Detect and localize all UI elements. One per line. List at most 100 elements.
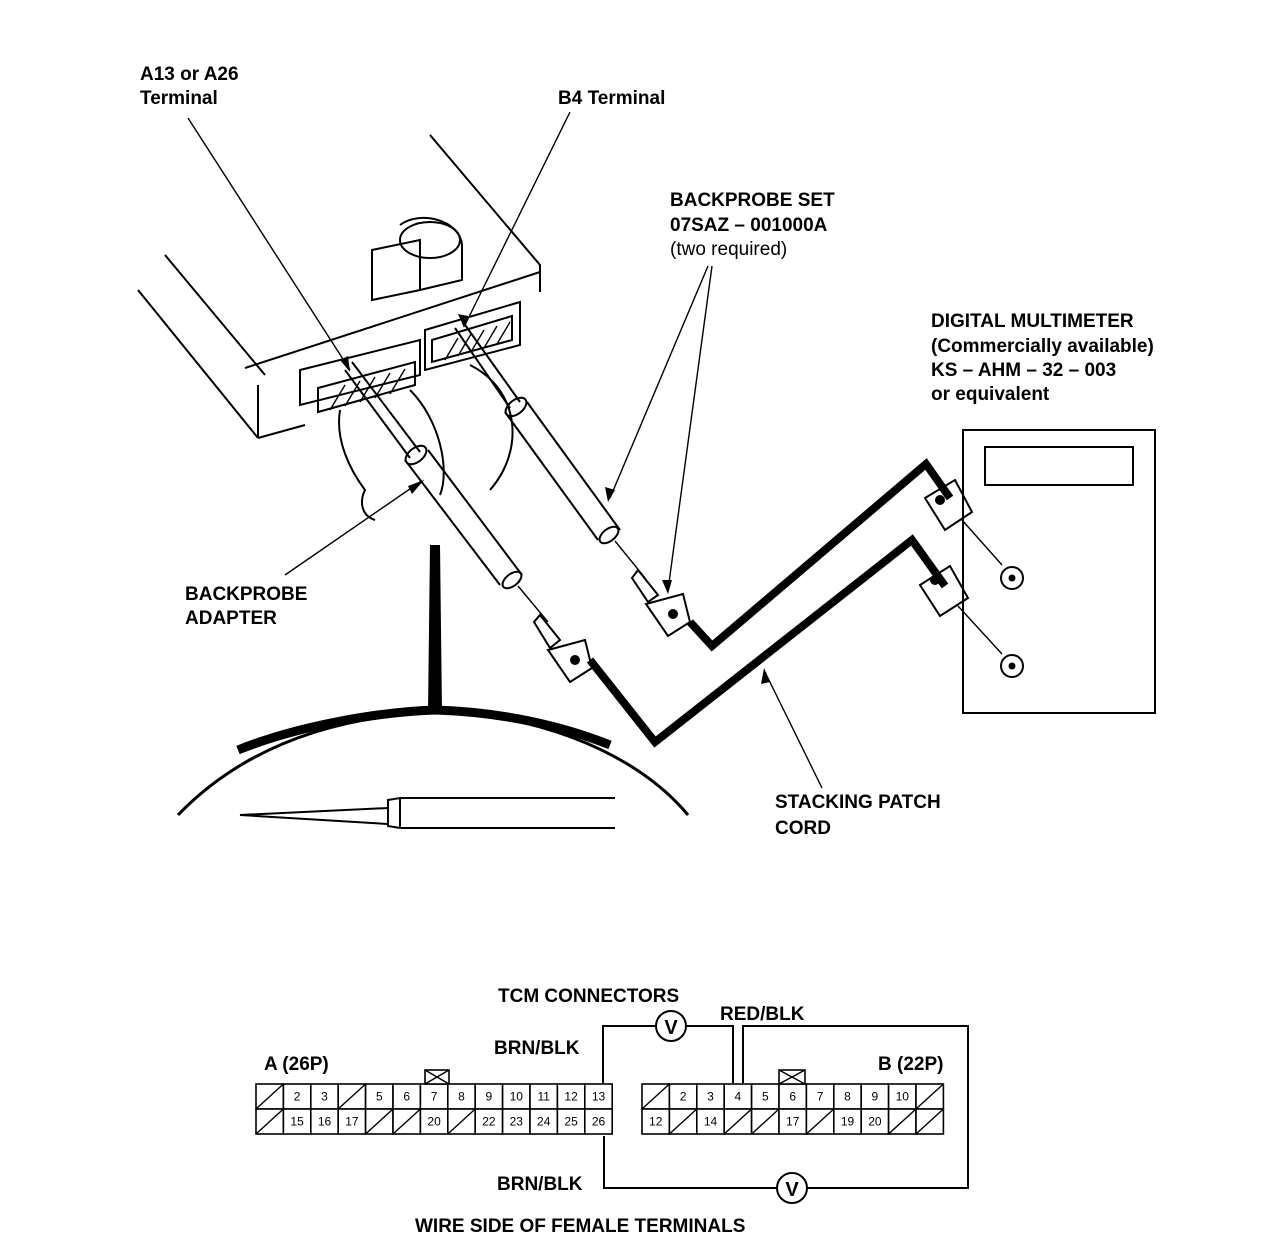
a13-terminal-label-1: A13 or A26 [140, 64, 239, 85]
terminal-number: 22 [482, 1115, 496, 1129]
terminal-number: 14 [704, 1115, 718, 1129]
terminal-number: 23 [510, 1115, 524, 1129]
terminal-cell [501, 1083, 531, 1110]
connector-b-lock-tab [778, 1069, 806, 1085]
terminal-cell [723, 1083, 753, 1110]
tcm-unit-illustration [137, 134, 541, 521]
terminal-cell [778, 1108, 808, 1135]
backprobe-set-label: BACKPROBE SET [670, 190, 835, 211]
wire-brn-blk-top: BRN/BLK [494, 1038, 580, 1059]
backprobe-adapter-label-2: ADAPTER [185, 608, 277, 629]
terminal-number: 5 [762, 1090, 769, 1104]
empty-terminal-slash [641, 1083, 670, 1110]
terminal-number: 26 [592, 1115, 606, 1129]
empty-terminal-slash [805, 1108, 835, 1135]
terminal-cell [474, 1108, 504, 1135]
terminal-cell [832, 1108, 862, 1135]
terminal-number: 19 [841, 1115, 855, 1129]
voltmeter-symbol-top-label: V [664, 1017, 678, 1039]
terminal-number: 3 [321, 1090, 328, 1104]
terminal-number: 11 [537, 1090, 550, 1104]
terminal-number: 10 [896, 1090, 910, 1104]
wire-side-footer: WIRE SIDE OF FEMALE TERMINALS [415, 1216, 745, 1237]
empty-terminal-slash [337, 1083, 367, 1110]
patch-cord-label-1: STACKING PATCH [775, 792, 941, 813]
terminal-number: 7 [817, 1090, 824, 1104]
terminal-number: 17 [786, 1115, 800, 1129]
voltmeter-symbol-bottom: V [776, 1172, 808, 1204]
terminal-number: 8 [458, 1090, 465, 1104]
empty-terminal-slash [888, 1108, 917, 1135]
terminal-number: 25 [564, 1115, 578, 1129]
terminal-cell [474, 1083, 504, 1110]
terminal-number: 12 [649, 1115, 663, 1129]
terminal-number: 2 [680, 1090, 687, 1104]
multimeter-part-number: KS – AHM – 32 – 003 [931, 360, 1116, 381]
voltmeter-symbol-bottom-label: V [785, 1179, 799, 1201]
backprobe-adapter-left [344, 361, 549, 623]
terminal-cell [309, 1083, 339, 1110]
empty-terminal-slash [723, 1108, 753, 1135]
empty-terminal-slash [392, 1108, 421, 1135]
empty-terminal-slash [915, 1108, 944, 1135]
terminal-number: 15 [290, 1115, 304, 1129]
connector-b-label: B (22P) [878, 1054, 943, 1075]
backprobe-set-part-number: 07SAZ – 001000A [670, 215, 828, 236]
b4-terminal-label: B4 Terminal [558, 88, 665, 109]
terminal-number: 8 [844, 1090, 851, 1104]
multimeter-label: DIGITAL MULTIMETER [931, 311, 1134, 332]
digital-multimeter [918, 429, 1156, 714]
connector-b-grid: 2 3 4 5 6 7 8 9 10 12 14 17 19 20 [641, 1083, 945, 1135]
terminal-number: 6 [789, 1090, 796, 1104]
terminal-number: 20 [427, 1115, 441, 1129]
tcm-connectors-title: TCM CONNECTORS [498, 986, 679, 1007]
backprobe-adapter-right [454, 321, 646, 579]
probe-detail-magnifier [176, 545, 690, 830]
connector-a-label: A (26P) [264, 1054, 329, 1075]
multimeter-equivalent: or equivalent [931, 384, 1050, 405]
terminal-number: 4 [735, 1090, 742, 1104]
terminal-cell [641, 1108, 671, 1135]
terminal-number: 9 [872, 1090, 879, 1104]
terminal-number: 10 [510, 1090, 524, 1104]
terminal-number: 12 [564, 1090, 578, 1104]
terminal-cell [309, 1108, 339, 1135]
terminal-number: 6 [403, 1090, 410, 1104]
terminal-cell [583, 1108, 613, 1135]
voltmeter-symbol-top: V [655, 1010, 687, 1042]
meter-wiring [602, 1025, 969, 1189]
probe-clip-left [532, 613, 594, 684]
empty-terminal-slash [751, 1108, 780, 1135]
probe-clip-right [630, 568, 692, 638]
terminal-cell [282, 1108, 312, 1135]
terminal-number: 13 [592, 1090, 606, 1104]
terminal-cell [529, 1108, 559, 1135]
terminal-cell [501, 1108, 531, 1135]
terminal-number: 16 [318, 1115, 332, 1129]
connector-a-lock-tab [424, 1069, 450, 1085]
wire-brn-blk-bottom: BRN/BLK [497, 1174, 583, 1195]
patch-cord-label-2: CORD [775, 818, 831, 839]
terminal-number: 24 [537, 1115, 551, 1129]
terminal-number: 20 [868, 1115, 882, 1129]
backprobe-set-quantity: (two required) [670, 239, 787, 260]
terminal-cell [860, 1083, 890, 1110]
empty-terminal-slash [255, 1083, 284, 1110]
terminal-number: 7 [431, 1090, 438, 1104]
wire-red-blk: RED/BLK [720, 1004, 805, 1025]
terminal-number: 17 [345, 1115, 359, 1129]
empty-terminal-slash [915, 1083, 944, 1110]
empty-terminal-slash [365, 1108, 394, 1135]
stacking-patch-cords [586, 458, 954, 748]
multimeter-availability: (Commercially available) [931, 336, 1154, 357]
terminal-number: 3 [707, 1090, 714, 1104]
leader-lines [187, 111, 823, 789]
terminal-cell [556, 1083, 586, 1110]
terminal-cell [337, 1108, 367, 1135]
terminal-number: 9 [486, 1090, 493, 1104]
empty-terminal-slash [255, 1108, 284, 1135]
a13-terminal-label-2: Terminal [140, 88, 218, 109]
empty-terminal-slash [668, 1108, 698, 1135]
